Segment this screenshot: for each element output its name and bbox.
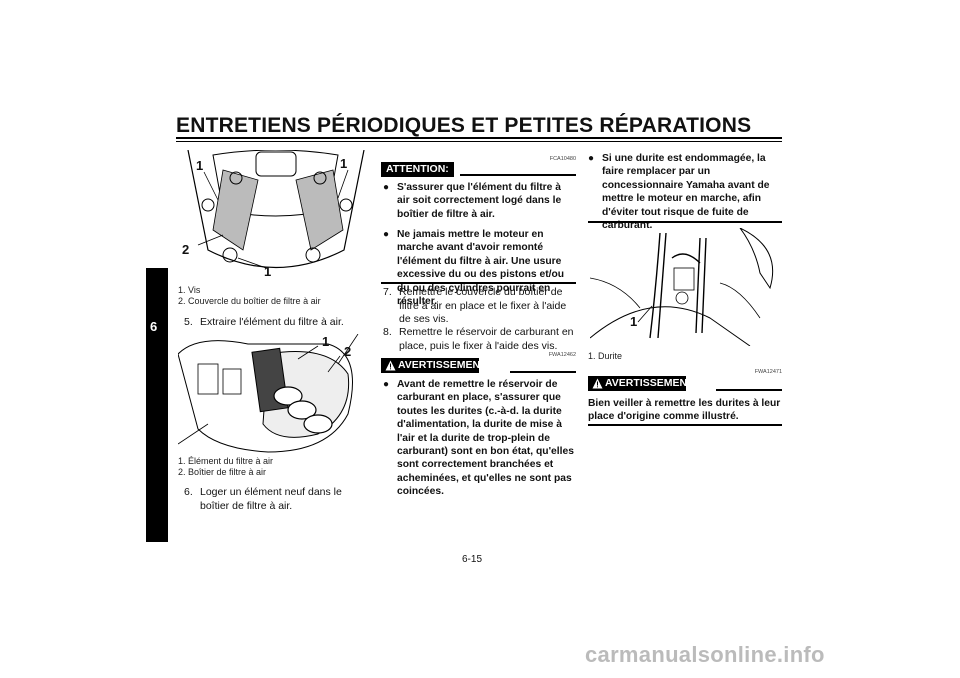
figure-air-filter-element: 1 2 (177, 333, 374, 454)
fuel-hose-bullet: ● Si une durite est endommagée, la faire… (588, 152, 782, 231)
figure-air-filter-cover: 1 1 2 1 (178, 149, 374, 280)
figure-hose-routing: 1 (589, 227, 782, 347)
figure-caption: 2. Couvercle du boîtier de filtre à air (178, 296, 321, 306)
step-number: 6. (184, 486, 193, 498)
bullet-footer-rule (588, 221, 782, 223)
warning-header-rule (510, 371, 576, 373)
warning-code: FWA12471 (754, 369, 782, 375)
step-text: Loger un élément neuf dans le boîtier de… (200, 486, 342, 512)
warning-label: AVERTISSEMENT (398, 359, 487, 371)
fuel-hose-bullet-text: Si une durite est endommagée, la faire r… (602, 153, 770, 232)
step-text: Remettre le couvercle du boîtier de filt… (399, 286, 567, 325)
page-number: 6-15 (462, 554, 483, 565)
step-7: 7. Remettre le couvercle du boîtier de fi… (383, 286, 576, 327)
step-text: Remettre le réservoir de carburant en pl… (399, 326, 574, 352)
step-number: 8. (383, 326, 392, 338)
step-5: 5. Extraire l'élément du filtre à air. (184, 316, 374, 330)
air-filter-cover-illustration (187, 149, 365, 269)
warning-code: FWA12462 (548, 352, 576, 358)
warning-footer-rule (588, 424, 782, 426)
figure-caption: 1. Élément du filtre à air (178, 456, 274, 466)
watermark: carmanualsonline.info (585, 642, 825, 667)
warning-label-box: AVERTISSEMENT (381, 358, 486, 373)
figure-caption: 1. Durite (588, 351, 623, 361)
callout-1: 1 (630, 314, 638, 329)
callout-1: 1 (322, 334, 330, 349)
step-text: Extraire l'élément du filtre à air. (200, 316, 344, 328)
warning-triangle-icon (385, 360, 396, 371)
warning-bullet-text: Avant de remettre le réservoir de carbur… (397, 379, 574, 498)
bullet-dot: ● (383, 229, 390, 240)
callout-2: 2 (182, 242, 190, 257)
figure-caption: 2. Boîtier de filtre à air (178, 467, 267, 477)
attention-bullet: ● Ne jamais mettre le moteur en marche a… (383, 228, 576, 307)
warning-label-box: AVERTISSEMENT (588, 376, 693, 391)
attention-header-rule (460, 174, 576, 176)
warning-bullet: ● Avant de remettre le réservoir de carb… (383, 378, 576, 497)
step-number: 7. (383, 286, 392, 298)
attention-bullet-text: Ne jamais mettre le moteur en marche ava… (397, 229, 565, 308)
header-rule-thin (176, 141, 782, 142)
step-number: 5. (184, 316, 193, 328)
attention-bullet: ● S'assurer que l'élément du filtre à ai… (383, 181, 576, 235)
warning-triangle-icon (592, 378, 603, 389)
bullet-dot: ● (588, 153, 595, 164)
attention-label: ATTENTION: (381, 162, 454, 177)
chapter-tab-number: 6 (150, 319, 158, 334)
callout-1: 1 (340, 156, 348, 171)
callout-1: 1 (264, 264, 272, 279)
step-6: 6. Loger un élément neuf dans le boîtier … (184, 486, 374, 513)
bullet-dot: ● (383, 379, 390, 390)
warning-header-rule (716, 389, 782, 391)
air-filter-element-illustration (177, 333, 359, 453)
callout-2: 2 (344, 344, 352, 359)
callout-1: 1 (196, 158, 204, 173)
attention-bullet-text: S'assurer que l'élément du filtre à air … (397, 182, 562, 220)
attention-code: FCA10480 (549, 156, 576, 162)
hose-routing-illustration (589, 227, 774, 347)
figure-caption: 1. Vis (178, 285, 201, 295)
page-title: ENTRETIENS PÉRIODIQUES ET PETITES RÉPARA… (176, 114, 752, 137)
header-rule (176, 137, 782, 139)
attention-footer-rule (381, 282, 576, 284)
warning-label: AVERTISSEMENT (605, 377, 694, 389)
step-8: 8. Remettre le réservoir de carburant en … (383, 326, 576, 353)
chapter-tab (146, 268, 168, 542)
bullet-dot: ● (383, 182, 390, 193)
warning-text: Bien veiller à remettre les durites à le… (588, 398, 781, 423)
